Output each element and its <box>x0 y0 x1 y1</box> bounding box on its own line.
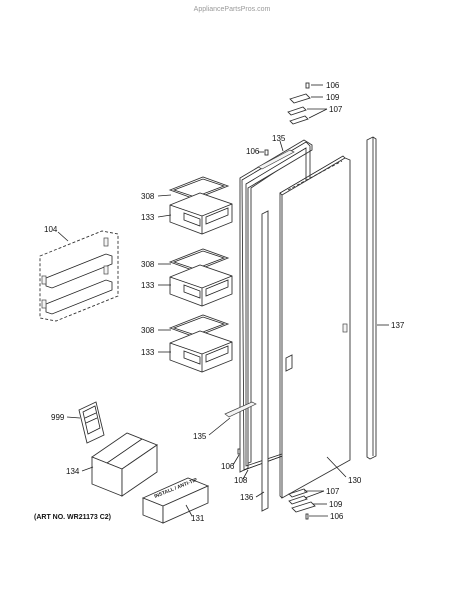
watermark: AppliancePartsPros.com <box>194 6 271 13</box>
callout-134: 134 <box>66 467 80 476</box>
bin-133-b[interactable] <box>169 264 233 307</box>
top-trim-135[interactable] <box>257 149 295 170</box>
bin-assembly-b <box>168 248 233 307</box>
callout-137: 137 <box>391 321 405 330</box>
callout-106-gasket-bottom: 106 <box>221 462 235 471</box>
bin-133-c[interactable] <box>169 330 233 373</box>
manual-999[interactable] <box>78 401 105 444</box>
shim-107-top-a[interactable] <box>287 106 307 116</box>
hinge-109-top[interactable] <box>289 93 311 104</box>
callout-104: 104 <box>44 225 58 234</box>
side-trim-137[interactable] <box>366 136 377 460</box>
callout-308-c: 308 <box>141 326 155 335</box>
callout-labels: 106 109 107 135 106 308 133 308 133 308 … <box>44 81 405 523</box>
screw-106-gasket-bottom[interactable] <box>237 448 241 455</box>
bracket-kit-104[interactable] <box>39 230 119 322</box>
callout-108: 108 <box>234 476 248 485</box>
art-number: (ART NO. WR21173 C2) <box>34 514 111 521</box>
outer-door-panel-130[interactable] <box>279 155 351 499</box>
inner-strip-136[interactable] <box>261 210 269 512</box>
bin-133-a[interactable] <box>169 192 233 235</box>
screw-106-bottom[interactable] <box>305 513 309 520</box>
callout-133-c: 133 <box>141 348 155 357</box>
callout-308-a: 308 <box>141 192 155 201</box>
callout-133-a: 133 <box>141 213 155 222</box>
callout-308-b: 308 <box>141 260 155 269</box>
callout-109-top: 109 <box>326 93 340 102</box>
screw-106-gasket-top[interactable] <box>264 149 269 156</box>
top-hinge-hardware <box>287 82 328 125</box>
callout-106-bottom: 106 <box>330 512 344 521</box>
callout-133-b: 133 <box>141 281 155 290</box>
bottom-trim-135[interactable] <box>224 401 257 418</box>
callout-107-top: 107 <box>329 105 343 114</box>
screw-106-top[interactable] <box>305 82 310 89</box>
bottom-hinge-hardware <box>288 488 328 520</box>
callout-999: 999 <box>51 413 65 422</box>
callout-135-top: 135 <box>272 134 286 143</box>
callout-106-top: 106 <box>326 81 340 90</box>
callout-131: 131 <box>191 514 205 523</box>
shim-107-top-b[interactable] <box>289 115 309 125</box>
hinge-109-bottom[interactable] <box>291 501 316 513</box>
callout-130: 130 <box>348 476 362 485</box>
callout-109-bottom: 109 <box>329 500 343 509</box>
bin-assembly-c <box>168 314 233 373</box>
shim-107-bottom-a[interactable] <box>288 488 308 498</box>
box-134[interactable] <box>91 432 158 497</box>
callout-135-bottom: 135 <box>193 432 207 441</box>
shim-107-bottom-b[interactable] <box>288 495 308 505</box>
callout-136: 136 <box>240 493 254 502</box>
callout-107-bottom: 107 <box>326 487 340 496</box>
bin-assembly-a <box>168 176 233 235</box>
callout-106-gasket-top: 106 <box>246 147 260 156</box>
